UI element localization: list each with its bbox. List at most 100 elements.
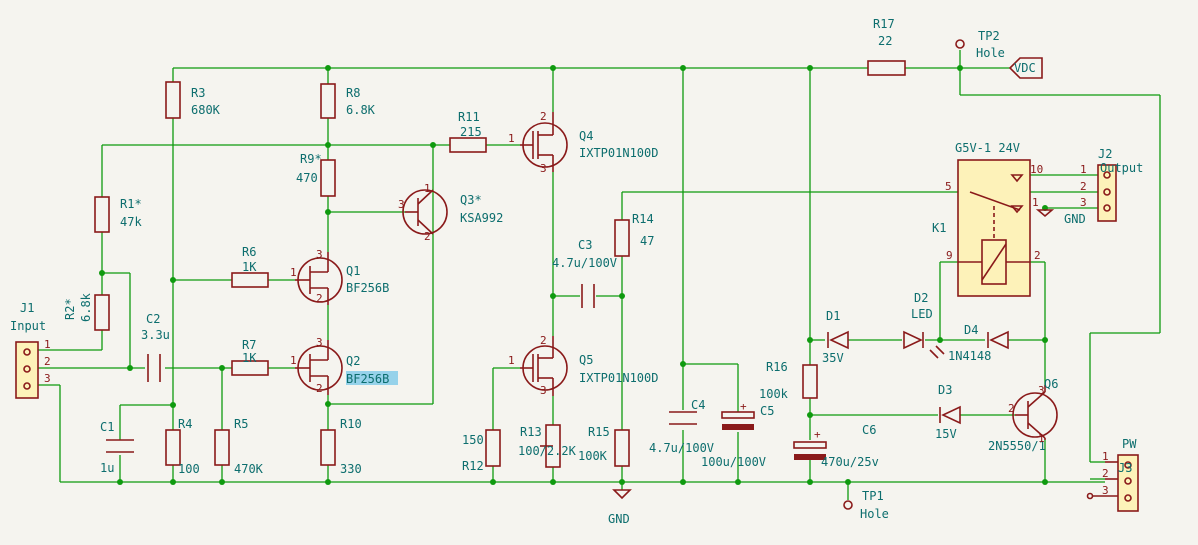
k1-value: G5V-1 24V [955, 141, 1020, 155]
j1-value: Input [10, 319, 46, 333]
d1-value: 35V [822, 351, 844, 365]
r15-value: 100K [578, 449, 608, 463]
tp2-value: Hole [976, 46, 1005, 60]
q5-value: IXTP01N100D [579, 371, 658, 385]
r4-value: 100 [178, 462, 200, 476]
q6-value: 2N5550/1 [988, 439, 1046, 453]
relay-k1 [957, 159, 1031, 297]
r11-value: 215 [460, 125, 482, 139]
r2-ref: R2* [63, 298, 77, 320]
gnd-output-label: GND [1064, 212, 1086, 226]
svg-text:3: 3 [540, 384, 547, 397]
c6-value: 470u/25v [821, 455, 879, 469]
svg-text:1: 1 [1038, 432, 1045, 445]
svg-text:2: 2 [316, 292, 323, 305]
tp2-ref: TP2 [978, 29, 1000, 43]
svg-text:2: 2 [540, 334, 547, 347]
q3-ref: Q3* [460, 193, 482, 207]
r17-value: 22 [878, 34, 892, 48]
c1-value: 1u [100, 461, 114, 475]
c2-ref: C2 [146, 312, 160, 326]
svg-text:2: 2 [1080, 180, 1087, 193]
c6-ref: C6 [862, 423, 876, 437]
c1-ref: C1 [100, 420, 114, 434]
r14-value: 47 [640, 234, 654, 248]
r8-ref: R8 [346, 86, 360, 100]
wires [38, 50, 1161, 500]
svg-text:2: 2 [44, 355, 51, 368]
svg-text:1: 1 [44, 338, 51, 351]
c3-ref: C3 [578, 238, 592, 252]
svg-text:1: 1 [1032, 196, 1039, 209]
svg-text:+: + [814, 428, 821, 441]
svg-text:3: 3 [540, 162, 547, 175]
capacitor-symbols: + + [106, 284, 827, 460]
j3-value: PW [1122, 437, 1137, 451]
r13-value: 100/2.2K [518, 444, 577, 458]
test-points-and-flags [612, 39, 1055, 510]
svg-text:2: 2 [1008, 402, 1015, 415]
r13-ref: R13 [520, 425, 542, 439]
c3-value: 4.7u/100V [552, 256, 617, 270]
pin-numbers: 1 2 3 1 1 3 2 3 2 3 1 2 1 2 3 1 2 3 5 9 … [44, 110, 1109, 497]
r11-ref: R11 [458, 110, 480, 124]
d3-value: 15V [935, 427, 957, 441]
svg-text:1: 1 [290, 354, 297, 367]
d1-ref: D1 [826, 309, 840, 323]
c5-value: 100u/100V [701, 455, 766, 469]
j2-ref: J2 [1098, 147, 1112, 161]
r9-value: 470 [296, 171, 318, 185]
vdc-flag-label: VDC [1014, 61, 1036, 75]
r7-value: 1K [242, 351, 257, 365]
d2-value: LED [911, 307, 933, 321]
svg-text:1: 1 [424, 182, 431, 195]
r2-value: 6.8k [79, 292, 93, 322]
r5-value: 470K [234, 462, 264, 476]
r8-value: 6.8K [346, 103, 376, 117]
selection-highlight [346, 371, 398, 385]
q3-value: KSA992 [460, 211, 503, 225]
j1-ref: J1 [20, 301, 34, 315]
svg-text:5: 5 [945, 180, 952, 193]
resistor-symbols [94, 60, 906, 468]
r10-ref: R10 [340, 417, 362, 431]
j3-ref: J3 [1118, 461, 1132, 475]
j2-value: Output [1100, 161, 1143, 175]
q2-value: BF256B [346, 372, 389, 386]
reference-labels: R17 22 TP2 Hole VDC R3 680K R8 6.8K R11 … [10, 17, 1143, 526]
svg-text:3: 3 [44, 372, 51, 385]
q1-value: BF256B [346, 281, 389, 295]
r17-ref: R17 [873, 17, 895, 31]
q2-ref: Q2 [346, 354, 360, 368]
svg-text:1: 1 [290, 266, 297, 279]
svg-text:+: + [740, 400, 747, 413]
tp1-value: Hole [860, 507, 889, 521]
svg-text:3: 3 [398, 198, 405, 211]
d4-ref: D4 [964, 323, 978, 337]
svg-text:3: 3 [316, 336, 323, 349]
r4-ref: R4 [178, 417, 192, 431]
d2-ref: D2 [914, 291, 928, 305]
r15-ref: R15 [588, 425, 610, 439]
c4-value: 4.7u/100V [649, 441, 714, 455]
svg-text:2: 2 [1034, 249, 1041, 262]
r10-value: 330 [340, 462, 362, 476]
connectors [15, 164, 1139, 512]
svg-text:3: 3 [1080, 196, 1087, 209]
c4-ref: C4 [691, 398, 705, 412]
r12-value: 150 [462, 433, 484, 447]
svg-text:2: 2 [424, 230, 431, 243]
r12-ref: R12 [462, 459, 484, 473]
svg-text:2: 2 [1102, 467, 1109, 480]
r6-value: 1K [242, 260, 257, 274]
diode-symbols [827, 330, 1009, 425]
r7-ref: R7 [242, 338, 256, 352]
q4-ref: Q4 [579, 129, 593, 143]
svg-text:1: 1 [508, 354, 515, 367]
k1-ref: K1 [932, 221, 946, 235]
q5-ref: Q5 [579, 353, 593, 367]
svg-text:2: 2 [316, 382, 323, 395]
q6-ref: Q6 [1044, 377, 1058, 391]
svg-text:1: 1 [1102, 450, 1109, 463]
